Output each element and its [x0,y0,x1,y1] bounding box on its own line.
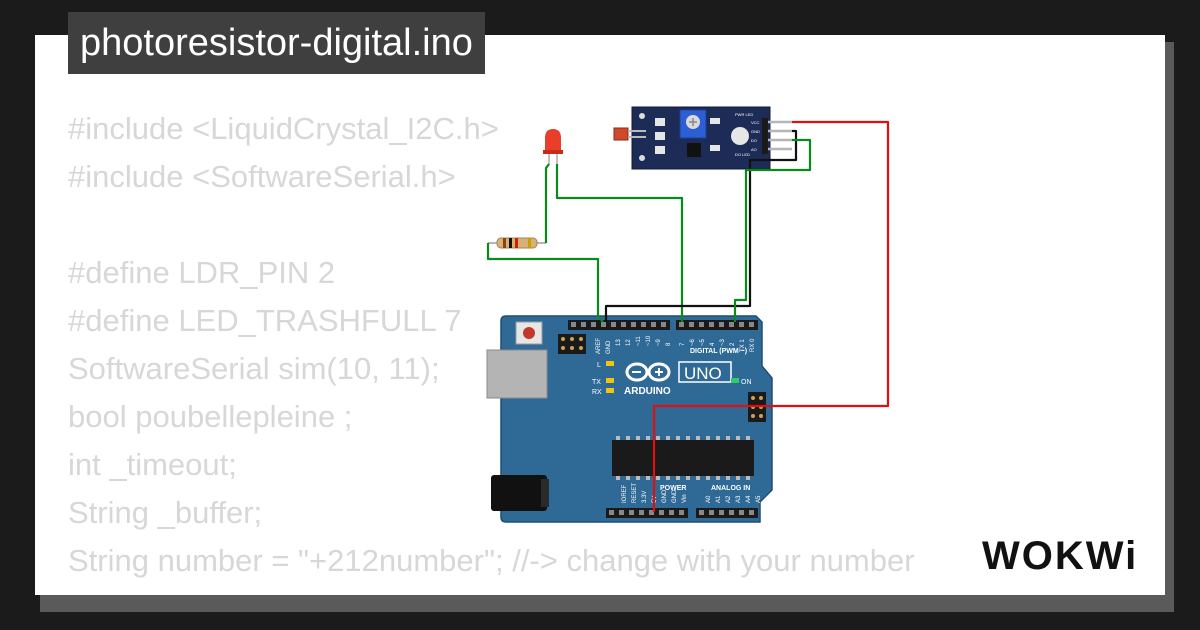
on-led [731,378,739,383]
uno-box [678,361,732,383]
code-line: #include <LiquidCrystal_I2C.h> [68,111,499,146]
photoresistor-module[interactable]: PWR LED DO LED VCC GND DO AO [613,106,792,170]
on-label: ON [741,379,752,386]
pin-label: A0 [706,495,712,503]
usb-connector [486,349,548,399]
pin-label: ~3 [720,338,726,346]
pin-label: GND [751,129,760,134]
pin-label: RX 0 [750,338,756,352]
pin-label: ~11 [636,336,642,346]
pin-label: IOREF [622,484,628,503]
l-led [606,361,614,366]
power-header [606,508,688,518]
pin-label: GND [672,489,678,503]
tx-label: TX [592,379,601,386]
tx-led [606,378,614,383]
code-line: #define LDR_PIN 2 [68,255,336,290]
pin-label: 2 [730,342,736,346]
wire-resistor-gnd[interactable] [486,243,604,323]
pin-label: 4 [710,342,716,346]
icsp-header [558,334,586,354]
l-led-label: L [597,362,601,369]
wire-module-vcc[interactable] [652,120,890,512]
wire-module-gnd[interactable] [604,129,798,322]
pwr-led [731,127,749,145]
code-line: SoftwareSerial sim(10, 11); [68,351,440,386]
pin-label: GND [662,489,668,503]
pin-label: RESET [632,483,638,503]
pin-label: TX 1 [740,339,746,352]
pin-label: 13 [616,339,622,346]
arduino-uno-board[interactable]: AREF GND 13 12 ~11 ~10 ~9 8 7 ~6 ~5 4 ~3… [486,315,773,523]
arduino-logo [625,362,671,382]
pin-label: 7 [680,342,686,346]
logo-text: WOKWi [982,534,1138,578]
pin-label: A4 [746,495,752,503]
analog-label: ANALOG IN [711,485,750,492]
pin-label: 12 [626,339,632,346]
pin-label: A5 [756,495,762,503]
code-line: void setup() { [68,585,915,595]
code-line: #define LED_TRASHFULL 7 [68,303,462,338]
code-preview: #include <LiquidCrystal_I2C.h> #include <… [68,105,915,595]
pin-label: ~9 [656,338,662,346]
comparator-chip [687,143,701,157]
code-line: bool poubellepleine ; [68,399,353,434]
pin-label: 8 [666,342,672,346]
rx-led [606,388,614,393]
pin-label: VCC [751,120,760,125]
pin-label: DO [751,138,757,143]
resistor[interactable] [488,237,546,249]
wokwi-logo: WOKWi [982,534,1138,578]
pin-label: ~10 [646,335,652,346]
wire-resistor-led[interactable] [544,163,550,243]
wire-module-do[interactable] [733,138,812,322]
digital-header-left [568,320,670,330]
code-line: int _timeout; [68,447,237,482]
aref-label: AREF [596,338,602,354]
pin-label: 3.3V [642,491,648,503]
arduino-model: UNO [684,364,722,383]
pin-label: ~6 [690,338,696,346]
preview-card: #include <LiquidCrystal_I2C.h> #include <… [35,35,1165,595]
rx-label: RX [592,389,602,396]
pwr-led-label: PWR LED [735,112,753,117]
code-line: String number = "+212number"; //-> chang… [68,543,915,578]
pin-label: Vin [682,494,688,503]
project-title: photoresistor-digital.ino [68,12,485,74]
arduino-brand: ARDUINO [624,386,671,397]
digital-label: DIGITAL (PWM ~) [690,348,747,355]
pin-label: A2 [726,495,732,503]
digital-header-right [676,320,758,330]
gnd-label: GND [606,340,612,354]
do-led-label: DO LED [735,152,750,157]
pin-label: ~5 [700,338,706,346]
wire-led-pin7[interactable] [555,164,684,322]
atmega-chip [612,436,754,480]
potentiometer[interactable] [679,109,707,139]
red-led[interactable] [543,129,563,164]
pin-label: AO [751,147,757,152]
power-jack [491,475,547,511]
pin-label: A3 [736,495,742,503]
ldr-sensor [613,127,646,141]
power-label: POWER [660,485,686,492]
code-line: String _buffer; [68,495,263,530]
analog-header [696,508,758,518]
pin-label: A1 [716,495,722,503]
code-line: #include <SoftwareSerial.h> [68,159,456,194]
